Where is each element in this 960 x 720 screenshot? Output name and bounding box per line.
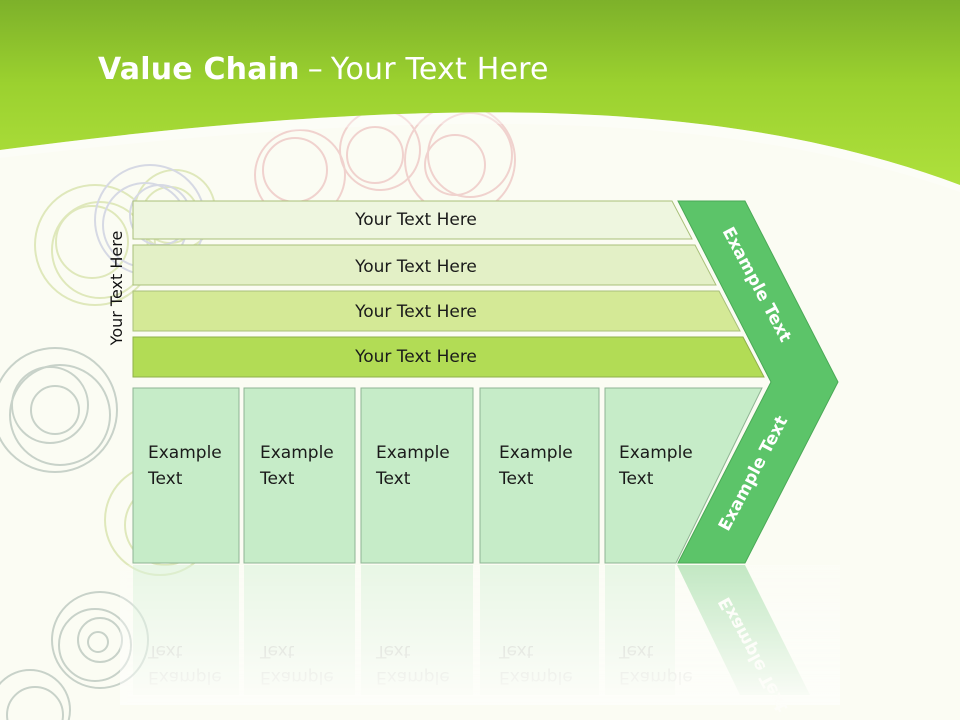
header-wave [0, 0, 960, 185]
column-4-line2: Text [618, 469, 654, 489]
slide-title: Value Chain–Your Text Here [98, 52, 549, 87]
column-1-line1: Example [260, 443, 334, 463]
column-0-box [132, 387, 240, 564]
column-1-line2: Text [259, 469, 295, 489]
column-3: Example Text [479, 387, 600, 564]
title-bold: Value Chain [98, 52, 300, 87]
row-0: Your Text Here [132, 200, 693, 240]
side-label: Your Text Here [107, 231, 126, 347]
row-0-shape [132, 200, 693, 240]
column-2: Example Text [360, 387, 474, 564]
title-dash: – [307, 52, 323, 87]
column-1-box [243, 387, 356, 564]
title-rest: Your Text Here [330, 52, 549, 87]
row-1-label: Your Text Here [354, 257, 477, 277]
row-3: Your Text Here [132, 336, 765, 378]
row-0-label: Your Text Here [354, 210, 477, 230]
column-3-box [479, 387, 600, 564]
column-3-line1: Example [499, 443, 573, 463]
row-3-shape [132, 336, 765, 378]
column-0-line1: Example [148, 443, 222, 463]
row-1-shape [132, 244, 717, 286]
column-4-box [604, 387, 763, 564]
row-2: Your Text Here [132, 290, 741, 332]
column-2-line2: Text [375, 469, 411, 489]
column-3-line2: Text [498, 469, 534, 489]
row-2-label: Your Text Here [354, 302, 477, 322]
column-1: Example Text [243, 387, 356, 564]
column-4: Example Text [604, 387, 763, 564]
column-0: Example Text [132, 387, 240, 564]
column-0-line2: Text [147, 469, 183, 489]
column-2-box [360, 387, 474, 564]
row-3-label: Your Text Here [354, 347, 477, 367]
header-wave-highlight [0, 112, 960, 192]
row-1: Your Text Here [132, 244, 717, 286]
reflection: Example Text Example Text Example Text E… [120, 565, 840, 715]
margin-arrow-shape [677, 200, 839, 564]
row-2-shape [132, 290, 741, 332]
column-4-line1: Example [619, 443, 693, 463]
column-2-line1: Example [376, 443, 450, 463]
